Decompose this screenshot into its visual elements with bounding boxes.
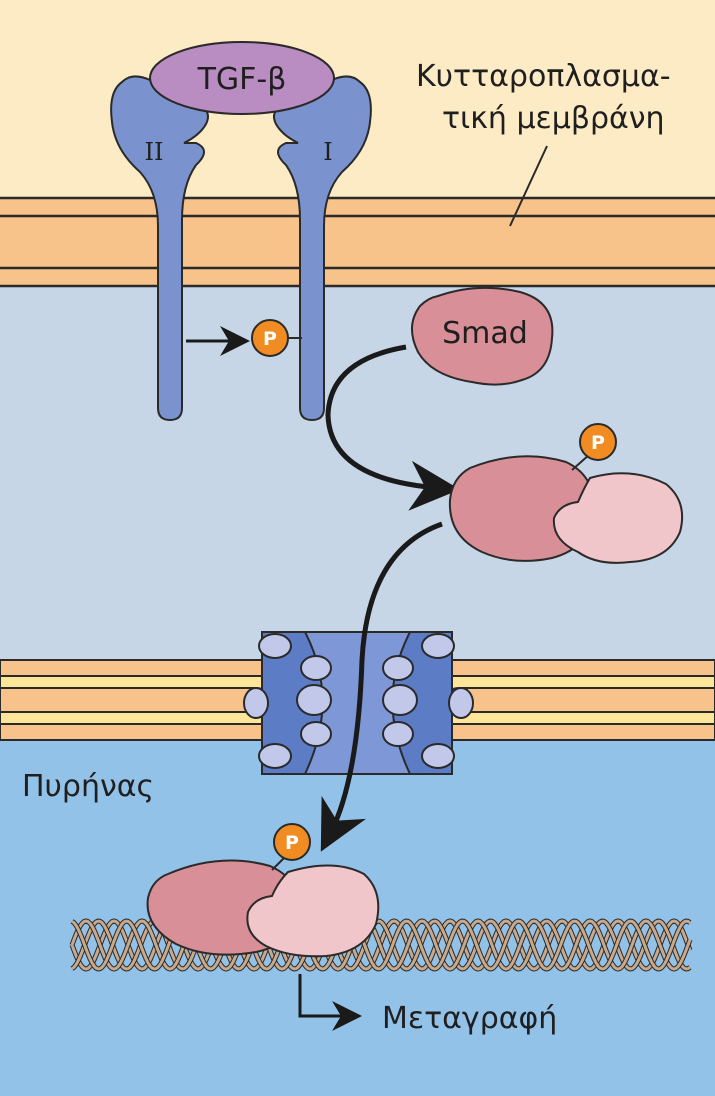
phosphate-receptor-label: P <box>263 328 277 350</box>
receptor-type-2-label: II <box>145 138 164 166</box>
dna-strand <box>70 919 692 971</box>
ligand-label: TGF-β <box>197 62 287 97</box>
tgf-beta-ligand <box>149 41 335 115</box>
transcription-arrow <box>298 974 362 1031</box>
phosphate-cytoplasm-label: P <box>591 432 605 454</box>
smad-complex-cytoplasm: P <box>448 423 684 564</box>
phosphate-receptor: P <box>251 319 289 357</box>
membrane-label-line2: τική μεμβράνη <box>442 101 665 136</box>
membrane-label-line1: Κυτταροπλασμα- <box>416 59 671 94</box>
nuclear-pore-complex <box>243 631 474 775</box>
plasma-membrane <box>0 196 715 288</box>
recruitment-arrow <box>325 344 460 511</box>
phosphate-nucleus-label: P <box>285 832 299 854</box>
transcription-label: Μεταγραφή <box>382 1001 557 1036</box>
nuclear-import-arrow <box>320 521 443 852</box>
nucleus-label: Πυρήνας <box>22 769 154 804</box>
membrane-pointer-line <box>509 145 548 227</box>
receptor-type-1-label: I <box>323 138 332 166</box>
smad-inactive <box>411 286 554 386</box>
smad-complex-nucleus: P <box>146 823 380 958</box>
smad-label: Smad <box>442 316 528 351</box>
